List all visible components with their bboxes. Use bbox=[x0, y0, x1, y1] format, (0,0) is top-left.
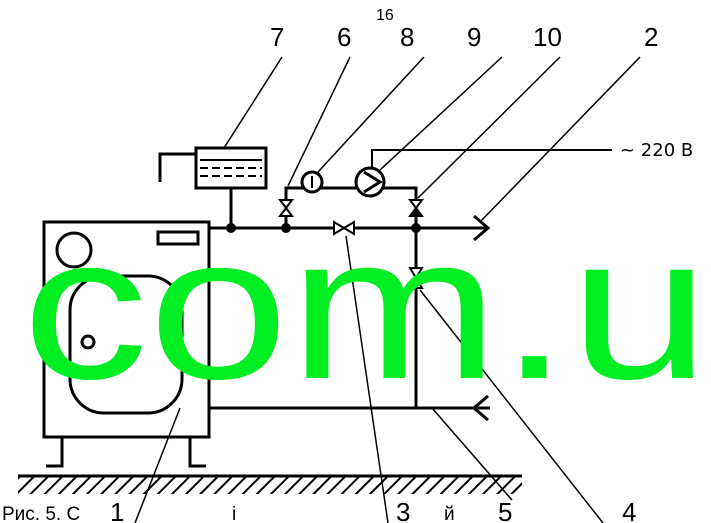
pump-icon bbox=[354, 166, 386, 198]
supply-arrow bbox=[473, 214, 491, 242]
callout-5: 5 bbox=[498, 497, 512, 523]
valve-4-icon bbox=[408, 267, 424, 289]
power-line bbox=[371, 149, 612, 168]
caption-fragment-left: Рис. 5. С bbox=[2, 504, 80, 523]
floor bbox=[18, 474, 522, 494]
watermark-text: com.u bbox=[22, 193, 710, 422]
callout-7: 7 bbox=[270, 22, 284, 52]
callout-9: 9 bbox=[467, 22, 481, 52]
boiler bbox=[42, 220, 211, 468]
callout-4: 4 bbox=[622, 497, 636, 523]
callout-8: 8 bbox=[400, 22, 414, 52]
valve-3-icon bbox=[333, 220, 355, 236]
leader-lines bbox=[134, 56, 641, 523]
return-arrow bbox=[471, 394, 489, 422]
valve-10-icon bbox=[408, 199, 424, 217]
callout-3: 3 bbox=[396, 497, 410, 523]
supply-voltage-label: ~ 220 В bbox=[620, 140, 693, 161]
page-number: 16 bbox=[376, 7, 394, 24]
callout-6: 6 bbox=[337, 22, 351, 52]
caption-fragment-right: й bbox=[444, 504, 455, 523]
callout-2: 2 bbox=[644, 22, 658, 52]
sensor-icon bbox=[300, 170, 324, 194]
expansion-tank bbox=[158, 146, 268, 190]
junctions bbox=[226, 223, 421, 233]
callout-10: 10 bbox=[533, 22, 562, 52]
valve-6-icon bbox=[278, 199, 294, 217]
caption-fragment-mid: і bbox=[232, 504, 236, 523]
callout-1: 1 bbox=[110, 497, 124, 523]
